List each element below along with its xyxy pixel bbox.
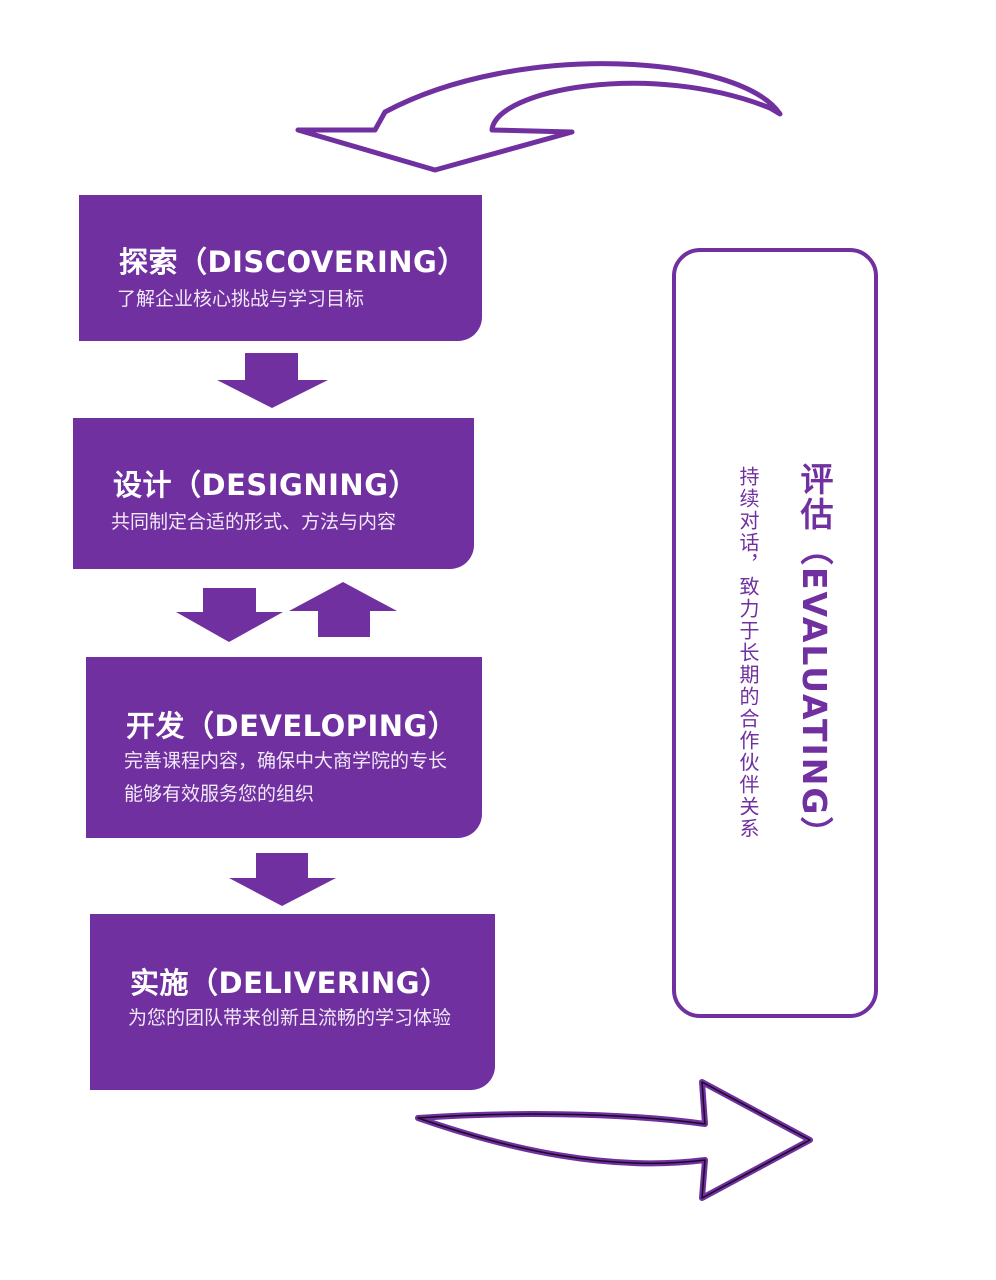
step-title: 设计（DESIGNING） [113,468,418,502]
step-description: 完善课程内容，确保中大商学院的专长能够有效服务您的组织 [124,750,448,805]
step-description: 共同制定合适的形式、方法与内容 [111,511,397,533]
step-description: 为您的团队带来创新且流畅的学习体验 [128,1007,452,1029]
step-developing: 开发（DEVELOPING） 完善课程内容，确保中大商学院的专长能够有效服务您的… [86,657,482,838]
down-arrow-icon [229,853,336,906]
step-title: 实施（DELIVERING） [130,966,450,1000]
step-title: 探索（DISCOVERING） [119,245,467,279]
step-title: 开发（DEVELOPING） [126,709,458,743]
down-arrow-icon [176,588,283,642]
curved-return-arrow-icon [295,61,783,173]
evaluating-description: 持续对话，致力于长期的合作伙伴关系 [736,466,760,840]
step-discovering: 探索（DISCOVERING） 了解企业核心挑战与学习目标 [79,195,482,341]
right-arrow-icon [415,1079,813,1201]
up-arrow-icon [289,582,397,637]
step-description: 了解企业核心挑战与学习目标 [117,288,365,310]
down-arrow-icon [217,353,328,408]
evaluating-box [672,248,878,1018]
evaluating-title: 评估（EVALUATING） [795,462,834,852]
step-delivering: 实施（DELIVERING） 为您的团队带来创新且流畅的学习体验 [90,914,495,1090]
step-designing: 设计（DESIGNING） 共同制定合适的形式、方法与内容 [73,418,474,569]
